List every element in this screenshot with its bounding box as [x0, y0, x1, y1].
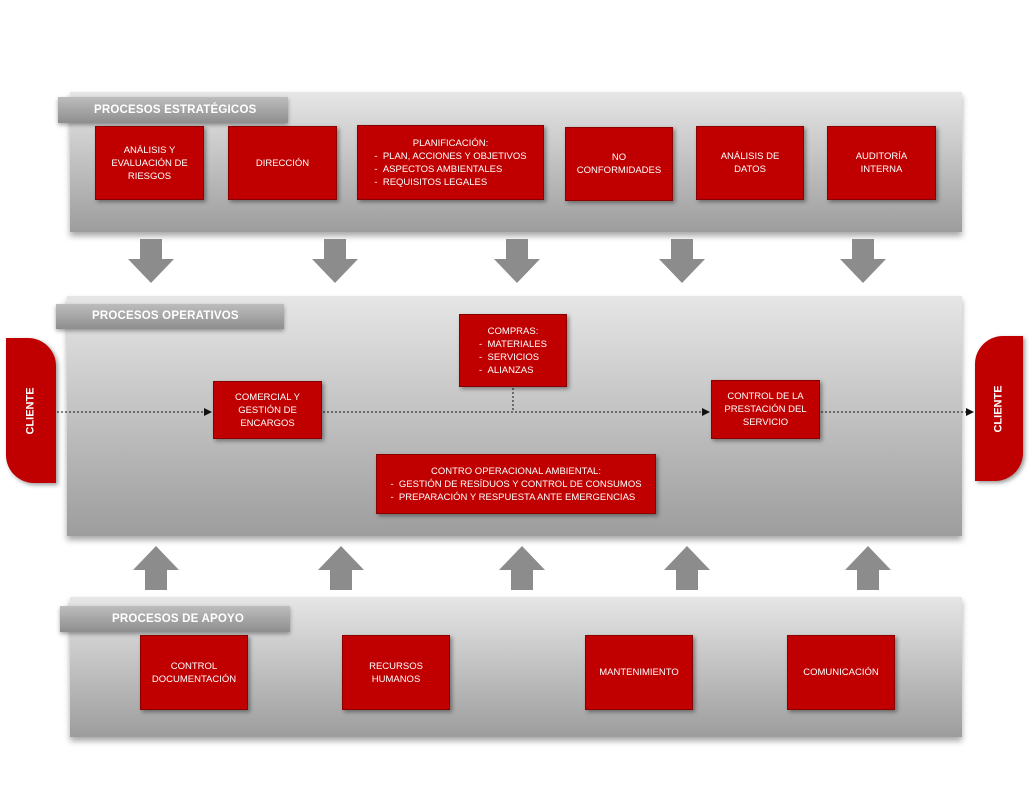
- box-title: PLANIFICACIÓN:: [412, 137, 489, 149]
- support-title: PROCESOS DE APOYO: [60, 606, 290, 632]
- box-line: COMERCIAL Y: [235, 391, 300, 403]
- list-item: MATERIALES: [479, 338, 546, 351]
- operational-box-control-ambiental: CONTRO OPERACIONAL AMBIENTAL: GESTIÓN DE…: [376, 454, 656, 514]
- box-title: CONTRO OPERACIONAL AMBIENTAL:: [431, 465, 601, 477]
- strategic-box-planificacion: PLANIFICACIÓN: PLAN, ACCIONES Y OBJETIVO…: [357, 125, 544, 200]
- up-arrow-icon: [664, 546, 710, 590]
- down-arrow-icon: [128, 239, 174, 283]
- support-box-recursos-humanos: RECURSOS HUMANOS: [342, 635, 450, 710]
- up-arrow-icon: [499, 546, 545, 590]
- box-line: ANÁLISIS Y: [123, 144, 176, 156]
- client-left: CLIENTE: [6, 338, 56, 483]
- box-line: ENCARGOS: [240, 417, 295, 429]
- up-arrow-icon: [845, 546, 891, 590]
- list-item: PREPARACIÓN Y RESPUESTA ANTE EMERGENCIAS: [390, 491, 641, 504]
- strategic-box-analisis-datos: ANÁLISIS DE DATOS: [696, 126, 804, 200]
- down-arrow-icon: [840, 239, 886, 283]
- list-item: REQUISITOS LEGALES: [374, 176, 526, 189]
- operational-box-compras: COMPRAS: MATERIALES SERVICIOS ALIANZAS: [459, 314, 567, 387]
- up-arrow-icon: [133, 546, 179, 590]
- box-list: PLAN, ACCIONES Y OBJETIVOS ASPECTOS AMBI…: [374, 150, 527, 189]
- operational-box-comercial: COMERCIAL Y GESTIÓN DE ENCARGOS: [213, 381, 322, 439]
- box-line: COMUNICACIÓN: [803, 667, 879, 678]
- box-line: MANTENIMIENTO: [599, 667, 679, 678]
- operational-box-control-prestacion: CONTROL DE LA PRESTACIÓN DEL SERVICIO: [711, 380, 820, 439]
- client-label: CLIENTE: [25, 386, 37, 435]
- box-line: EVALUACIÓN DE: [111, 157, 188, 169]
- box-line: HUMANOS: [371, 673, 421, 685]
- list-item: PLAN, ACCIONES Y OBJETIVOS: [374, 150, 527, 163]
- box-line: ANÁLISIS DE: [720, 151, 780, 162]
- client-label: CLIENTE: [993, 384, 1005, 433]
- box-line: CONTROL: [170, 660, 218, 672]
- box-line: DIRECCIÓN: [255, 157, 310, 169]
- box-list: GESTIÓN DE RESÍDUOS Y CONTROL DE CONSUMO…: [390, 478, 642, 504]
- box-line: PRESTACIÓN DEL: [724, 404, 807, 415]
- box-line: SERVICIO: [742, 417, 789, 428]
- down-arrow-icon: [494, 239, 540, 283]
- box-line: RECURSOS: [369, 660, 423, 672]
- box-line: DATOS: [734, 164, 766, 175]
- box-line: AUDITORÍA: [855, 151, 908, 162]
- strategic-box-direccion: DIRECCIÓN: [228, 126, 337, 200]
- strategic-title: PROCESOS ESTRATÉGICOS: [58, 97, 288, 123]
- down-arrow-icon: [312, 239, 358, 283]
- support-box-control-documentacion: CONTROL DOCUMENTACIÓN: [140, 635, 248, 710]
- list-item: ASPECTOS AMBIENTALES: [374, 163, 526, 176]
- client-right: CLIENTE: [975, 336, 1023, 481]
- box-line: DOCUMENTACIÓN: [151, 673, 237, 685]
- box-line: RIESGOS: [127, 170, 172, 182]
- strategic-box-no-conformidades: NO CONFORMIDADES: [565, 127, 673, 201]
- box-line: CONTROL DE LA: [727, 391, 804, 402]
- operational-title: PROCESOS OPERATIVOS: [56, 304, 284, 329]
- box-line: INTERNA: [860, 164, 903, 175]
- list-item: ALIANZAS: [479, 364, 547, 377]
- box-title: COMPRAS:: [487, 325, 539, 337]
- list-item: SERVICIOS: [479, 351, 547, 364]
- box-line: NO: [611, 152, 627, 163]
- strategic-box-riesgos: ANÁLISIS Y EVALUACIÓN DE RIESGOS: [95, 126, 204, 200]
- up-arrow-icon: [318, 546, 364, 590]
- support-box-mantenimiento: MANTENIMIENTO: [585, 635, 693, 710]
- strategic-box-auditoria: AUDITORÍA INTERNA: [827, 126, 936, 200]
- support-box-comunicacion: COMUNICACIÓN: [787, 635, 895, 710]
- box-line: CONFORMIDADES: [576, 165, 662, 176]
- down-arrow-icon: [659, 239, 705, 283]
- box-list: MATERIALES SERVICIOS ALIANZAS: [479, 338, 547, 377]
- box-line: GESTIÓN DE: [238, 404, 297, 416]
- list-item: GESTIÓN DE RESÍDUOS Y CONTROL DE CONSUMO…: [390, 478, 642, 491]
